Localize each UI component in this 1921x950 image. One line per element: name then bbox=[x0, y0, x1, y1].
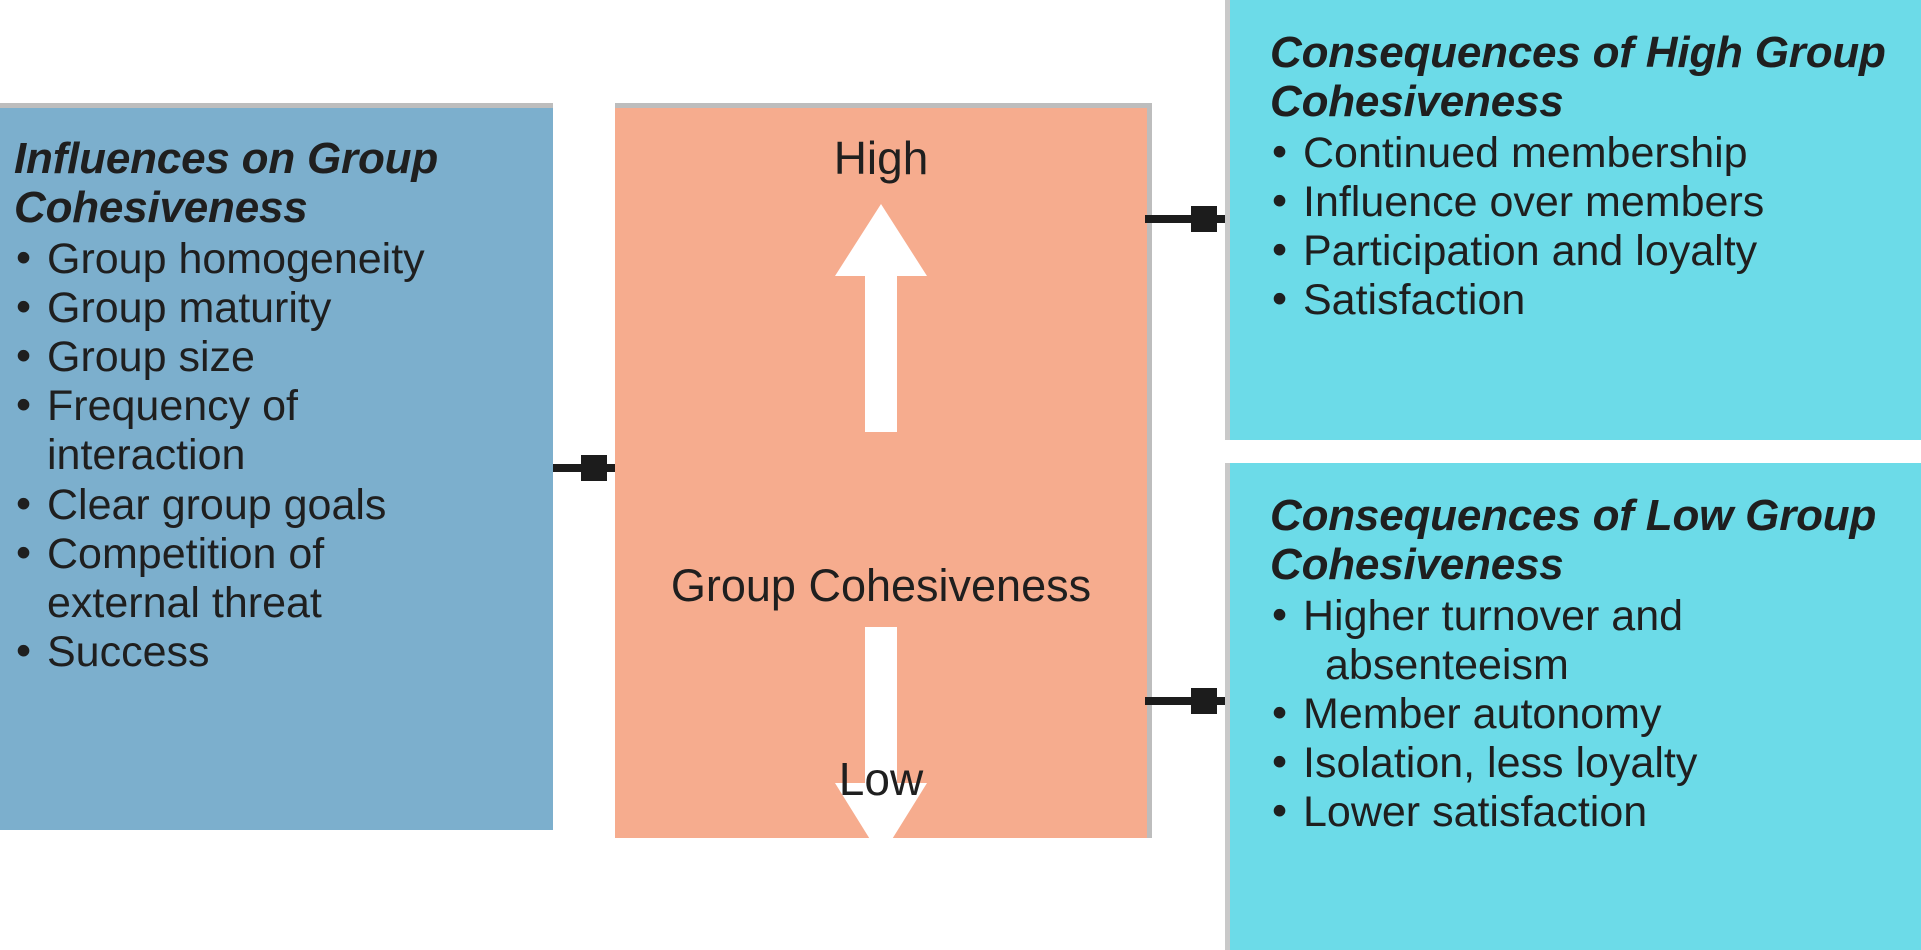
influences-title: Influences on Group Cohesiveness bbox=[14, 134, 438, 233]
list-item-text: Group maturity bbox=[47, 283, 332, 332]
low-label: Low bbox=[838, 753, 924, 805]
list-item-text-wrap: interaction bbox=[47, 431, 246, 480]
list-item: Group homogeneity bbox=[14, 234, 537, 284]
consequences-high-panel: Consequences of High Group Cohesiveness … bbox=[1225, 0, 1921, 440]
cohesiveness-panel: High Group Cohesiveness Low bbox=[615, 103, 1152, 857]
arrow-head bbox=[1191, 206, 1217, 232]
consequences-low-panel: Consequences of Low Group Cohesiveness H… bbox=[1225, 463, 1921, 950]
arrow-head bbox=[1191, 688, 1217, 714]
list-item: Frequency of interaction bbox=[14, 381, 537, 480]
list-item: Isolation, less loyalty bbox=[1270, 738, 1911, 788]
cohesiveness-label: Group Cohesiveness bbox=[670, 560, 1092, 611]
list-item: Group maturity bbox=[14, 283, 537, 333]
list-item: Continued membership bbox=[1270, 128, 1911, 178]
list-item-text: Higher turnover and bbox=[1303, 591, 1684, 640]
influences-list: Group homogeneity Group maturity Group s… bbox=[14, 234, 537, 678]
list-item-text-wrap: external threat bbox=[47, 579, 322, 628]
list-item-text: Group homogeneity bbox=[47, 234, 425, 283]
list-item-text: Competition of bbox=[47, 529, 325, 578]
list-item-text: Satisfaction bbox=[1303, 276, 1526, 325]
consequences-high-title: Consequences of High Group Cohesiveness bbox=[1270, 28, 1886, 127]
list-item: Success bbox=[14, 627, 537, 677]
arrow-shaft bbox=[1145, 697, 1225, 705]
list-item: Clear group goals bbox=[14, 480, 537, 530]
list-item-text: Continued membership bbox=[1303, 128, 1748, 177]
connector-arrow-influences-to-cohesiveness bbox=[553, 455, 615, 481]
list-item: Competition of external threat bbox=[14, 529, 537, 628]
list-item: Lower satisfaction bbox=[1270, 787, 1911, 837]
list-item: Member autonomy bbox=[1270, 689, 1911, 739]
list-item: Group size bbox=[14, 332, 537, 382]
list-item: Influence over members bbox=[1270, 177, 1911, 227]
arrow-tip bbox=[1215, 698, 1225, 704]
list-item-text: Frequency of bbox=[47, 382, 298, 431]
arrow-tip bbox=[1215, 216, 1225, 222]
list-item-text: Influence over members bbox=[1303, 177, 1765, 226]
arrow-tip bbox=[605, 465, 615, 471]
arrow-head bbox=[581, 455, 607, 481]
list-item-text: Group size bbox=[47, 333, 255, 381]
list-item: Higher turnover and absenteeism bbox=[1270, 591, 1911, 690]
list-item-text: Isolation, less loyalty bbox=[1303, 739, 1698, 788]
consequences-low-list: Higher turnover and absenteeism Member a… bbox=[1270, 591, 1911, 838]
connector-arrow-cohesiveness-to-low bbox=[1145, 688, 1225, 714]
consequences-low-title: Consequences of Low Group Cohesiveness bbox=[1270, 491, 1877, 590]
influences-panel: Influences on Group Cohesiveness Group h… bbox=[0, 103, 553, 830]
list-item: Satisfaction bbox=[1270, 275, 1911, 325]
high-label: High bbox=[833, 132, 929, 184]
list-item-text: Clear group goals bbox=[47, 480, 387, 529]
list-item-text: Participation and loyalty bbox=[1303, 227, 1758, 275]
list-item-text: Success bbox=[47, 628, 210, 677]
list-item-text-wrap: absenteeism bbox=[1325, 640, 1569, 689]
list-item-text: Member autonomy bbox=[1303, 690, 1662, 738]
down-arrow-icon bbox=[835, 627, 927, 857]
connector-arrow-cohesiveness-to-high bbox=[1145, 206, 1225, 232]
consequences-high-list: Continued membership Influence over memb… bbox=[1270, 128, 1911, 326]
arrow-shaft bbox=[1145, 215, 1225, 223]
up-arrow-icon bbox=[835, 204, 927, 432]
list-item-text: Lower satisfaction bbox=[1303, 788, 1648, 837]
list-item: Participation and loyalty bbox=[1270, 226, 1911, 276]
